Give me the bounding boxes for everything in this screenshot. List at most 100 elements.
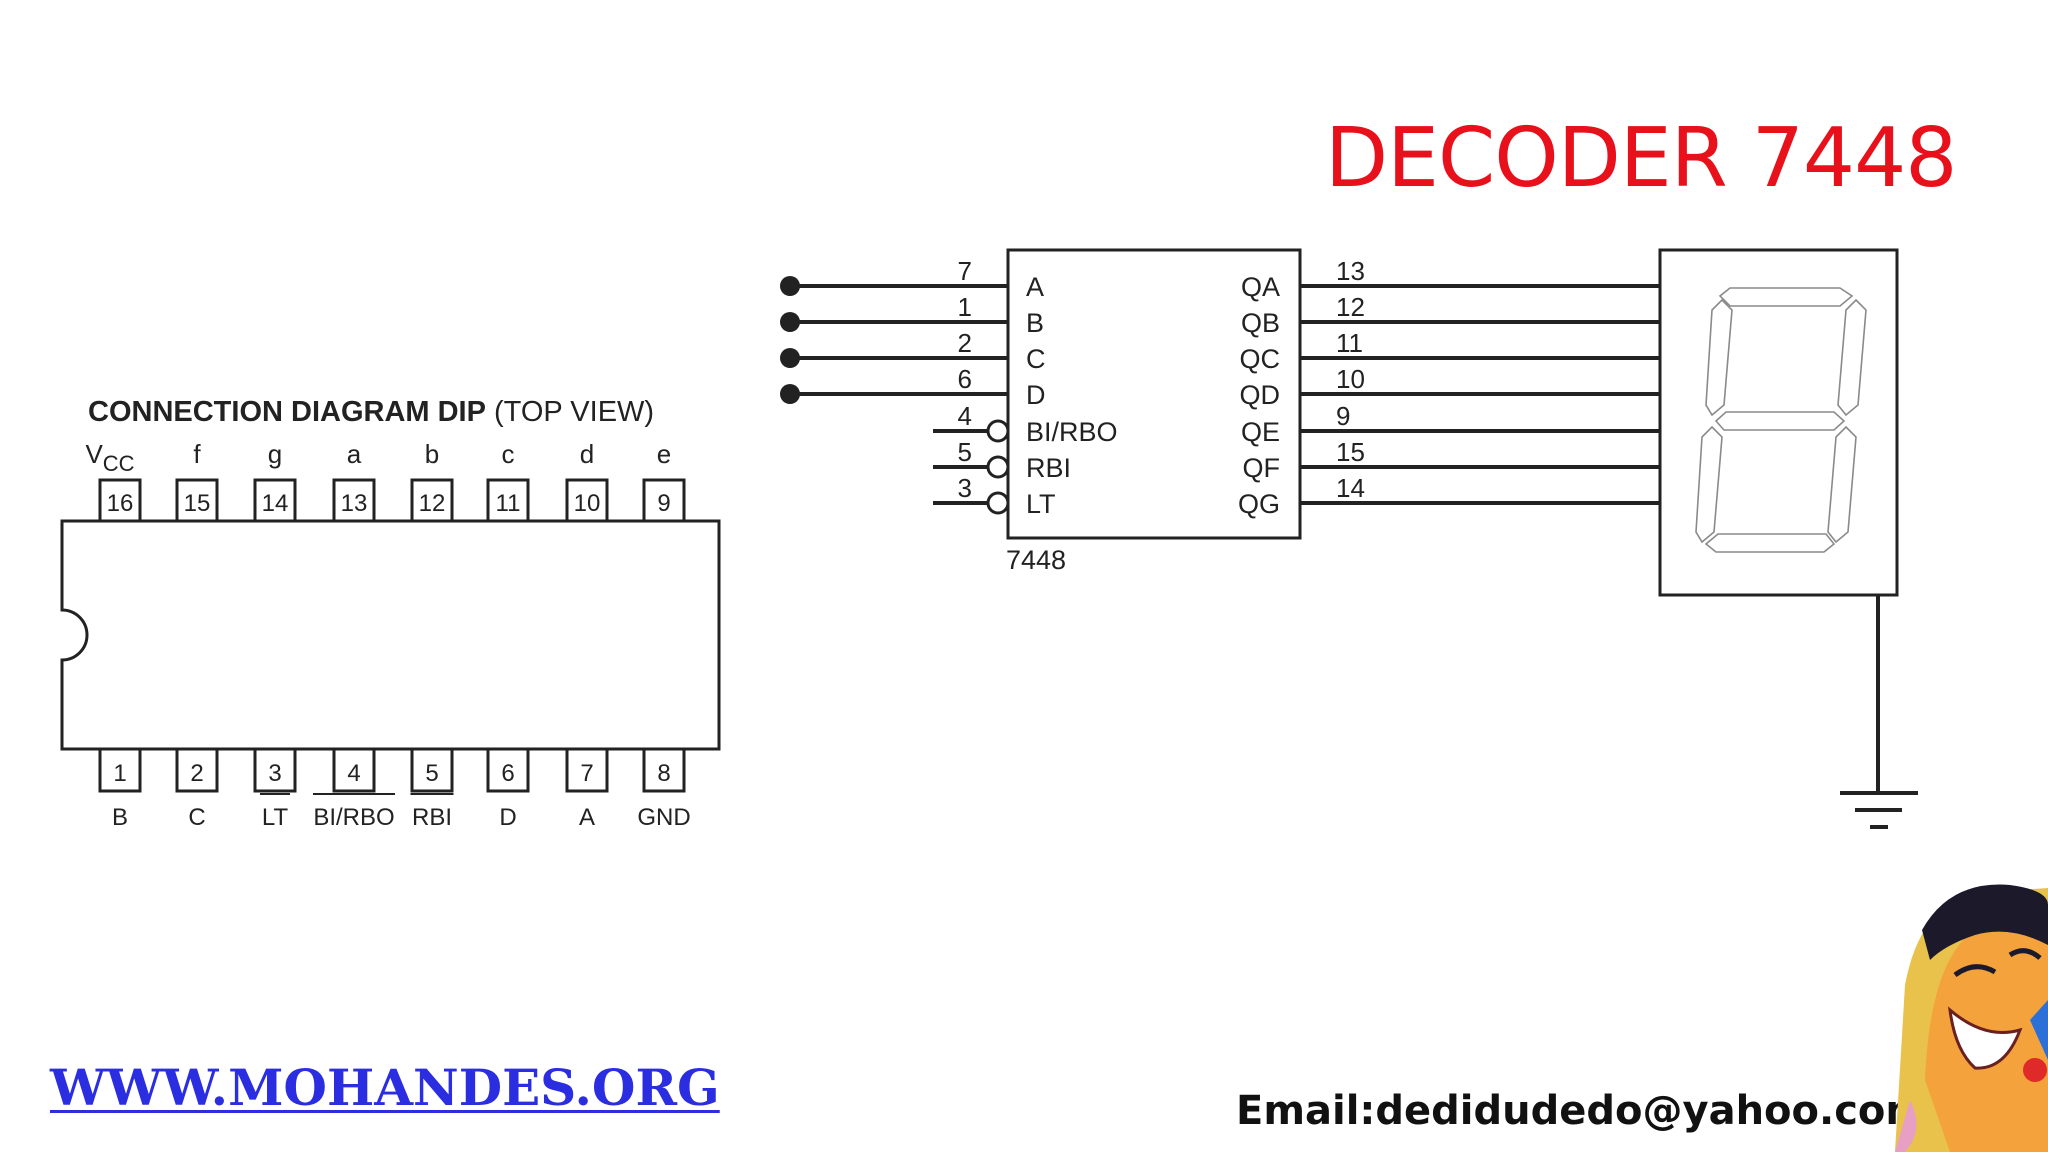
output-pin-label: QA [1241,272,1280,302]
dip-pin-number: 9 [657,490,670,517]
dip-pin-number: 10 [574,490,601,517]
dip-pin-box [565,478,609,523]
dip-body [60,519,721,751]
dip-pin-box [642,747,686,793]
input-terminal-dot [780,312,800,332]
segment-d [1704,533,1836,553]
dip-pin-box [486,478,530,523]
chip-name: 7448 [1006,545,1066,575]
input-pin-number: 6 [958,364,972,394]
output-pin-label: QG [1238,489,1280,519]
dip-pin-label: LT [262,804,289,831]
ground-symbol [1840,791,1918,829]
input-terminal-dot [780,348,800,368]
input-terminal-dot [780,384,800,404]
input-pin-number: 4 [958,401,972,431]
output-pin-label: QC [1240,344,1281,374]
dip-pin-number: 14 [262,490,289,517]
dip-pin-box [98,478,142,523]
seven-segment-display [1658,248,1918,829]
input-pin-label: A [1026,272,1044,302]
dip-pin-number: 4 [347,760,360,787]
dip-pin-number: 15 [184,490,211,517]
output-pin-number: 9 [1336,401,1350,431]
dip-pin-label: a [347,439,362,469]
dip-pin-box [98,747,142,793]
inversion-bubble [986,455,1010,479]
dip-pin-box [642,478,686,523]
dip-pin-label: C [188,804,205,831]
output-pin-number: 12 [1336,292,1365,322]
segment-e [1695,425,1723,544]
dip-pin-number: 11 [496,490,521,517]
dip-pin-label: D [499,804,516,831]
dip-pin-number: 1 [113,760,126,787]
dip-heading-bold: CONNECTION DIAGRAM DIP [88,396,486,428]
dip-pin-box [565,747,609,793]
dip-pin-box [175,478,219,523]
dip-heading-view: (TOP VIEW) [494,396,655,428]
dip-pin-label: e [657,439,671,469]
dip-pin-label: A [579,804,595,831]
dip-pin-box [332,747,376,793]
dip-pin-number: 8 [657,760,670,787]
dip-pin-label: BI/RBO [313,804,394,831]
dip-pin-number: 16 [107,490,134,517]
dip-pin-number: 5 [425,760,438,787]
dip-pin-label: RBI [412,804,452,831]
page-title: DECODER 7448 [1325,111,1957,206]
segment-c [1827,425,1857,544]
dip-pin-number: 2 [190,760,203,787]
dip-pin-number: 3 [268,760,281,787]
dip-pin-label: d [580,439,594,469]
dip-pin-label: B [112,804,128,831]
input-pin-number: 7 [958,256,972,286]
dip-pin-number: 6 [501,760,514,787]
input-pin-number: 3 [958,473,972,503]
output-pin-label: QF [1243,453,1281,483]
dip-pin-label: c [502,439,515,469]
dip-pin-box [253,747,297,793]
dip-pin-box [175,747,219,793]
dip-pin-label: VCC [85,439,134,476]
output-pin-label: QD [1240,380,1281,410]
input-pin-number: 1 [958,292,972,322]
inversion-bubble [986,491,1010,515]
input-pin-label: D [1026,380,1046,410]
dip-pin-number: 13 [341,490,368,517]
output-pin-number: 11 [1336,328,1363,358]
input-pin-label: C [1026,344,1046,374]
input-pin-label: RBI [1026,453,1071,483]
segment-a [1718,287,1854,307]
input-pin-number: 5 [958,437,972,467]
output-pin-label: QE [1241,417,1280,447]
output-pin-number: 13 [1336,256,1365,286]
output-pin-number: 14 [1336,473,1365,503]
website-link[interactable]: WWW.MOHANDES.ORG [50,1058,720,1117]
inversion-bubble [986,419,1010,443]
input-pin-label: BI/RBO [1026,417,1118,447]
display-segments [1695,287,1867,553]
dip-pin-box [332,478,376,523]
dip-pin-box [410,478,454,523]
display-frame [1658,248,1899,597]
output-pin-number: 10 [1336,364,1365,394]
input-pin-number: 2 [958,328,972,358]
output-pin-number: 15 [1336,437,1365,467]
dip-pin-box [410,747,454,793]
dip-pin-box [253,478,297,523]
input-terminal-dot [780,276,800,296]
dip-pin-label: g [268,439,282,469]
dip-pin-box [486,747,530,793]
email-text: Email:dedidudedo@yahoo.com [1236,1088,1928,1134]
dip-pin-label: GND [637,804,690,831]
input-pin-label: B [1026,308,1044,338]
output-pin-label: QB [1241,308,1280,338]
